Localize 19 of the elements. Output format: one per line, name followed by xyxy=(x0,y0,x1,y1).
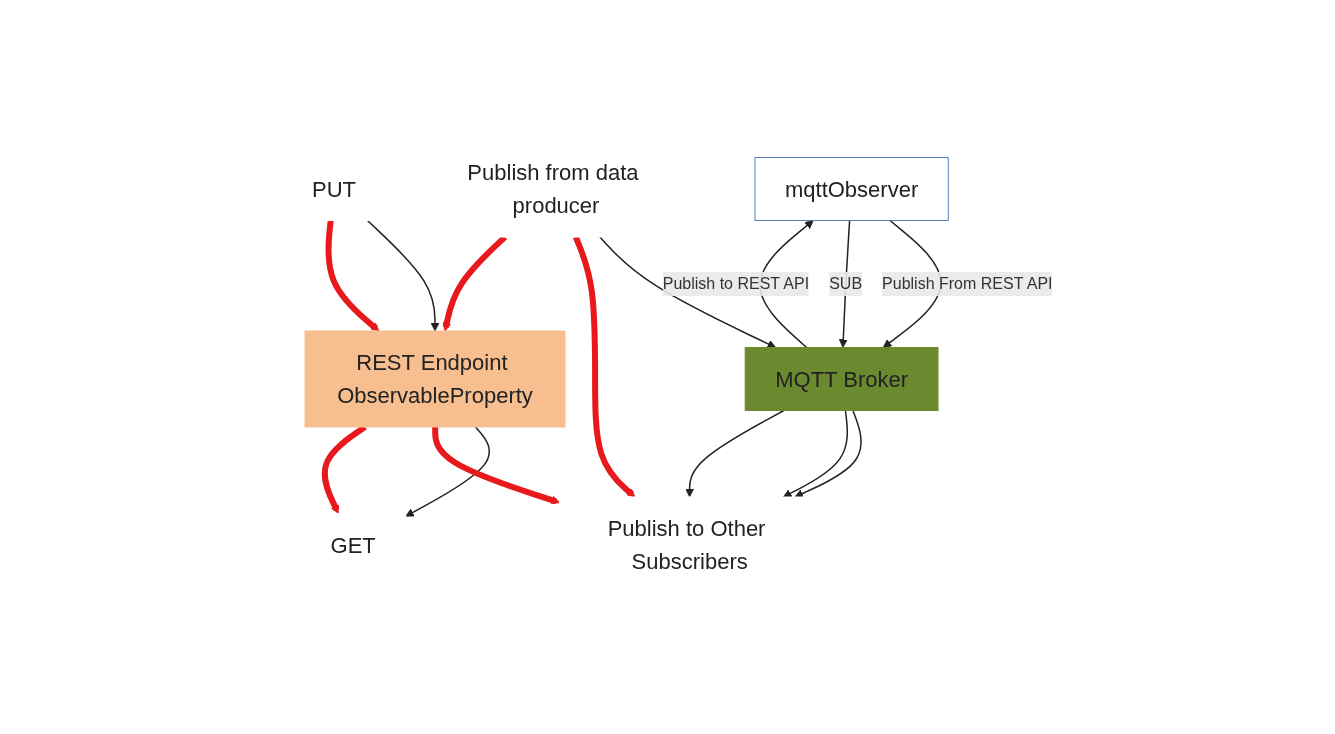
arrow xyxy=(783,409,849,498)
arrow xyxy=(599,236,777,349)
node-text: PUT xyxy=(312,176,357,202)
node-box: MQTT Broker xyxy=(744,347,939,411)
arrow xyxy=(405,426,491,517)
edge-label: Publish From REST API xyxy=(882,275,1053,292)
node-text: Publish from data producer xyxy=(467,160,639,218)
node-box: mqttObserver xyxy=(754,157,949,221)
arrow xyxy=(685,409,785,498)
node-box: REST Endpoint ObservableProperty xyxy=(304,330,566,428)
arrow xyxy=(794,409,863,498)
node-text: Publish to Other Subscribers xyxy=(607,516,766,574)
edge-label: SUB xyxy=(829,275,863,292)
edge-label: Publish to REST API xyxy=(662,275,810,292)
arrow xyxy=(432,427,561,505)
arrow xyxy=(367,219,440,332)
arrow xyxy=(883,219,942,348)
arrow xyxy=(325,220,380,332)
node-text: GET xyxy=(330,532,376,558)
